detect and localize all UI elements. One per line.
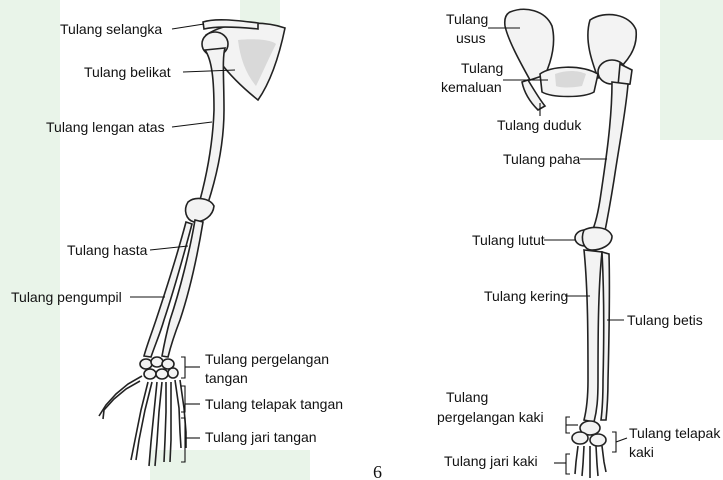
label-wrist-1: Tulang pergelangan (205, 351, 329, 367)
label-ischium: Tulang duduk (497, 117, 582, 133)
label-radius: Tulang pengumpil (11, 289, 122, 305)
label-femur: Tulang paha (503, 151, 581, 167)
label-fibula: Tulang betis (627, 312, 703, 328)
thumb-bones (99, 376, 142, 419)
page-number: 6 (373, 462, 382, 480)
label-ankle-2: pergelangan kaki (437, 409, 544, 425)
elbow-joint (186, 199, 214, 222)
foot-bones (575, 446, 606, 478)
tibia-bone (584, 250, 602, 422)
label-phalanges-hand: Tulang jari tangan (205, 429, 317, 445)
label-scapula: Tulang belikat (84, 64, 171, 80)
label-pubis-1: Tulang (461, 60, 503, 76)
label-phalanges-foot: Tulang jari kaki (444, 453, 538, 469)
ilium-bone-left (505, 9, 554, 80)
label-pubis-2: kemaluan (441, 79, 502, 95)
label-ulna: Tulang hasta (67, 242, 148, 258)
fibula-bone (601, 252, 609, 420)
label-humerus: Tulang lengan atas (46, 119, 165, 135)
label-wrist-2: tangan (205, 370, 248, 386)
label-metatarsal-1: Tulang telapak (629, 425, 721, 441)
label-metacarpal: Tulang telapak tangan (205, 396, 343, 412)
label-clavicle: Tulang selangka (60, 21, 162, 37)
knee-joint (582, 228, 612, 250)
label-ilium-1: Tulang (446, 11, 488, 27)
label-metatarsal-2: kaki (629, 444, 654, 460)
label-ilium-2: usus (456, 30, 486, 46)
carpal-bones (140, 357, 178, 379)
label-patella: Tulang lutut (472, 232, 545, 248)
label-ankle-1: Tulang (446, 389, 488, 405)
label-tibia: Tulang kering (484, 288, 568, 304)
